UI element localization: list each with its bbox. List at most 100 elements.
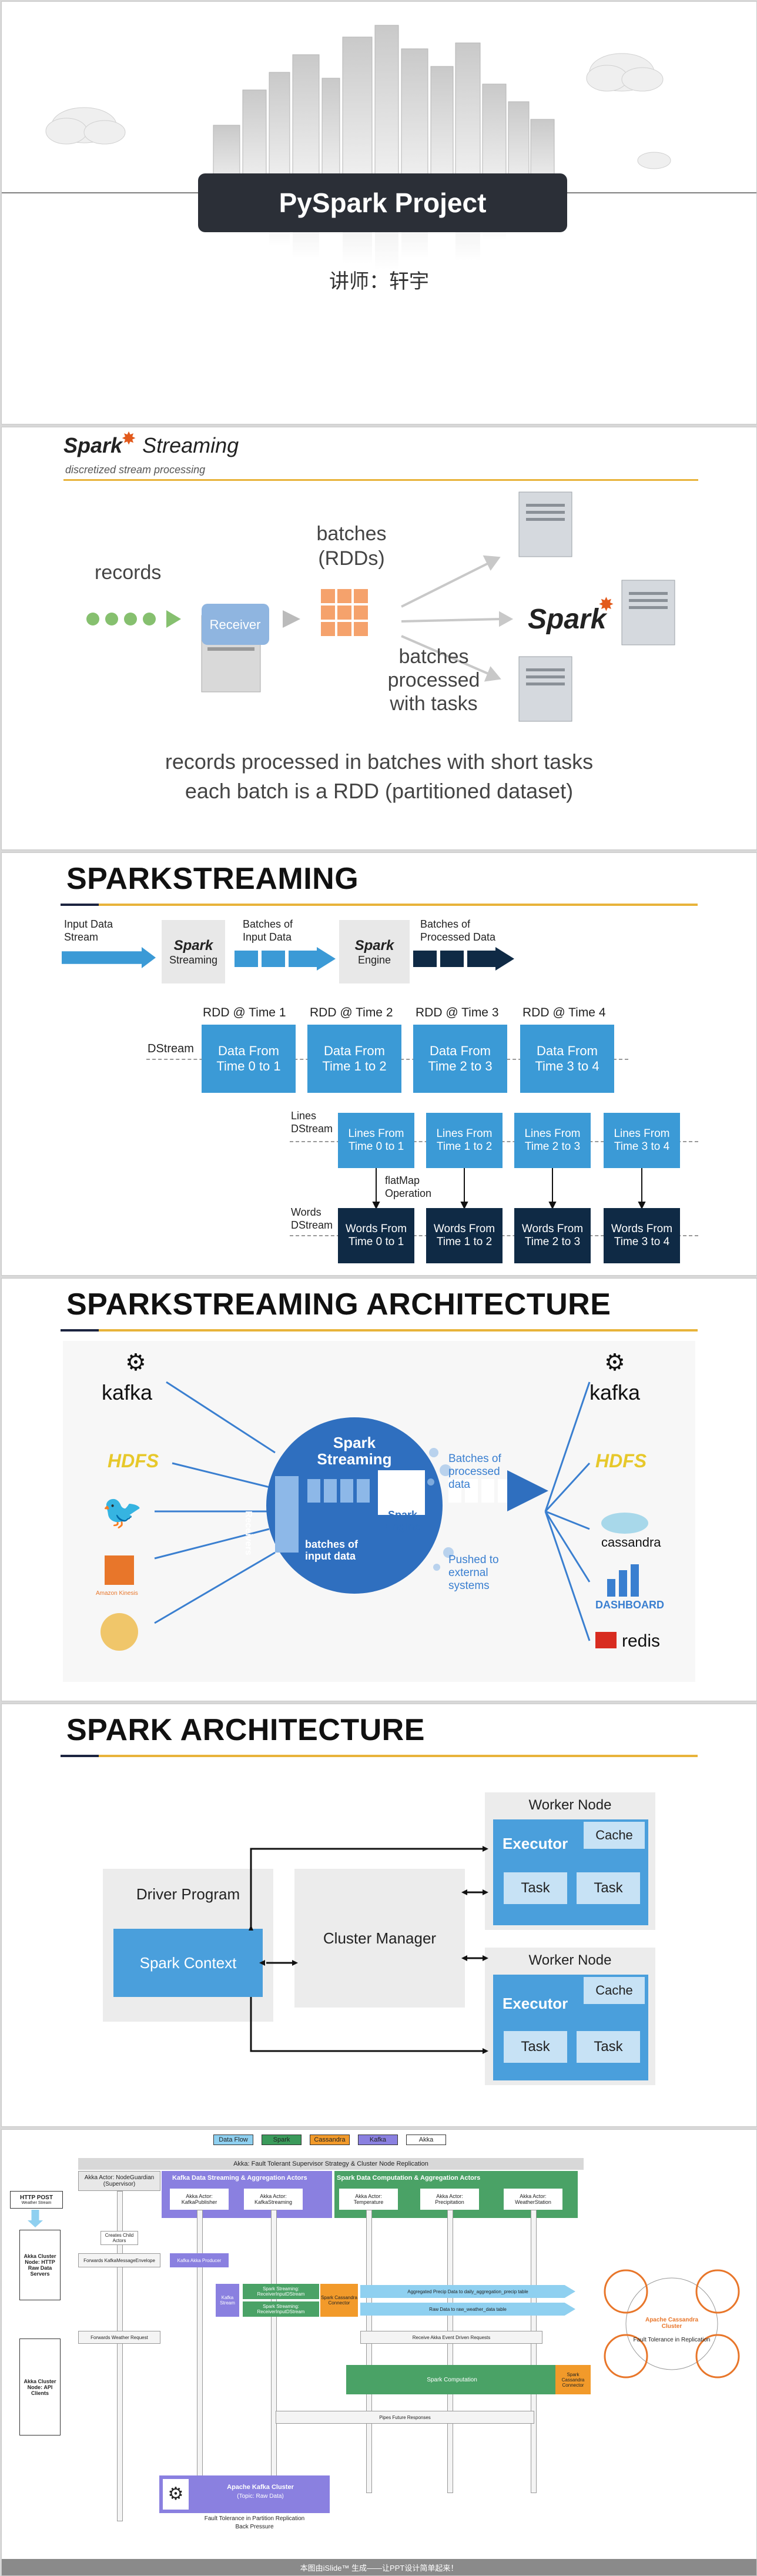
redis-icon bbox=[595, 1632, 617, 1648]
slide-spark-architecture: SPARK ARCHITECTURE Driver Program Spark … bbox=[1, 1704, 757, 2127]
kafka-cluster-topic: (Topic: Raw Data) bbox=[237, 2493, 284, 2500]
spark-computation-box: Spark Computation bbox=[346, 2365, 558, 2394]
pushed-label: Pushed to external systems bbox=[448, 1554, 499, 1592]
http-post-box: HTTP POST Weather Stream bbox=[10, 2191, 63, 2209]
spark-group-label: Spark Data Computation & Aggregation Act… bbox=[337, 2174, 481, 2182]
creates-child-actors: Creates Child Actors bbox=[101, 2231, 138, 2245]
batches-input-label: batches of input data bbox=[305, 1538, 359, 1562]
kafka-right-icon: ⚙ bbox=[604, 1350, 625, 1376]
rdd-time1-label: RDD @ Time 1 bbox=[203, 1006, 286, 1019]
cassandra-eye-icon bbox=[601, 1513, 648, 1534]
data-box-1: Data From Time 0 to 1 bbox=[202, 1025, 296, 1093]
node-http-servers: Akka Cluster Node: HTTP Raw Data Servers bbox=[19, 2230, 61, 2300]
processed-line2: processed bbox=[387, 669, 480, 691]
legend-akka: Akka bbox=[406, 2135, 446, 2145]
rdd-batches bbox=[320, 588, 369, 637]
kafka-cluster-icon: ⚙ bbox=[163, 2479, 189, 2510]
lifeline-4 bbox=[366, 2210, 372, 2493]
http-post-label: HTTP POST bbox=[20, 2194, 53, 2201]
guardian-box: Akka Actor: NodeGuardian (Supervisor) bbox=[78, 2171, 160, 2191]
receiver-server-icon bbox=[201, 604, 269, 692]
slide-title: SPARK ARCHITECTURE bbox=[66, 1713, 425, 1747]
caption-line2: each batch is a RDD (partitioned dataset… bbox=[185, 779, 574, 803]
spark-text-2: Spark bbox=[354, 937, 394, 954]
logo-streaming-text: Streaming bbox=[142, 433, 239, 457]
cache-2-box: Cache bbox=[584, 1977, 645, 2004]
lines-box-3: Lines From Time 2 to 3 bbox=[514, 1113, 591, 1168]
streaming-flow-diagram: Receiver Spark ✸ bbox=[86, 491, 675, 722]
receiver-label: Receiver bbox=[210, 617, 261, 632]
records-arrow bbox=[166, 610, 181, 628]
spark-text: Spark bbox=[173, 937, 213, 954]
kafka-akka-producer: Kafka Akka Producer bbox=[170, 2253, 229, 2267]
twitter-icon: 🐦 bbox=[102, 1493, 143, 1530]
lifeline-1 bbox=[117, 2191, 123, 2521]
receiver-arrow bbox=[283, 610, 300, 628]
actor-precipitation: Akka Actor: Precipitation bbox=[420, 2189, 479, 2210]
actor-temperature: Akka Actor: Temperature bbox=[339, 2189, 398, 2210]
forwards-weather-request: Forwards Weather Request bbox=[78, 2331, 160, 2344]
redis-label: redis bbox=[622, 1631, 660, 1651]
records-label: records bbox=[95, 561, 162, 584]
cache-1-box: Cache bbox=[584, 1822, 645, 1849]
agg-precip-arrow: Aggregated Precip Data to daily_aggregat… bbox=[360, 2285, 575, 2298]
worker-node-1-label: Worker Node bbox=[528, 1797, 612, 1813]
batches-label: batches (RDDs) bbox=[310, 521, 393, 571]
slide-streaming-architecture: SPARKSTREAMING ARCHITECTURE ⚙ kafka HDFS… bbox=[1, 1278, 757, 1701]
dstream-label: DStream bbox=[148, 1042, 194, 1055]
executor-2-label: Executor bbox=[503, 1995, 568, 2012]
architecture-diagram: ⚙ kafka HDFS 🐦 Amazon Kinesis ⚙ kafka HD… bbox=[63, 1341, 695, 1682]
receive-akka-requests: Receive Akka Event Driven Requests bbox=[360, 2331, 542, 2344]
fault-cassandra-label: Fault Tolerance in Replication bbox=[633, 2337, 711, 2343]
server-icons bbox=[518, 491, 675, 722]
batch-processed-blocks bbox=[413, 947, 519, 971]
amazon-kinesis-icon bbox=[105, 1555, 134, 1585]
hdfs-right-label: HDFS bbox=[595, 1450, 647, 1471]
spark-logo-text: Spark bbox=[528, 604, 608, 635]
kafka-left-icon: ⚙ bbox=[125, 1350, 146, 1376]
batches-processed-label: Batches of Processed Data bbox=[420, 918, 496, 943]
logo-tagline: discretized stream processing bbox=[65, 464, 206, 476]
footer-bar: 本图由iSlide™ 生成——让PPT设计简单起来！ bbox=[2, 2559, 756, 2575]
batches-input-label: Batches of Input Data bbox=[243, 918, 293, 943]
batch-input-blocks bbox=[235, 947, 340, 971]
caption-line1: records processed in batches with short … bbox=[165, 750, 594, 774]
spark-logo-star-icon: ✸ bbox=[598, 594, 614, 615]
kafka-cluster-label: Apache Kafka Cluster bbox=[227, 2484, 294, 2491]
spark-streaming-circle bbox=[266, 1417, 443, 1594]
cassandra-label: cassandra bbox=[601, 1535, 661, 1550]
task-1a-box: Task bbox=[504, 1872, 567, 1904]
worker-node-2-label: Worker Node bbox=[528, 1952, 612, 1968]
record-dots bbox=[86, 613, 156, 625]
spark-streaming-box-2: Spark Streaming: ReceiverInputDStream bbox=[243, 2301, 319, 2317]
http-arrow bbox=[28, 2210, 43, 2227]
batches-line1: batches bbox=[316, 523, 387, 545]
engine-text: Engine bbox=[357, 954, 391, 966]
cassandra-cluster-label: Apache Cassandra Cluster bbox=[645, 2317, 699, 2330]
http-post-sub: Weather Stream bbox=[21, 2201, 52, 2205]
lines-dstream-label: Lines DStream bbox=[291, 1110, 333, 1135]
title-rule bbox=[61, 1755, 698, 1757]
spark-streaming-box-1: Spark Streaming: ReceiverInputDStream bbox=[243, 2284, 319, 2299]
legend-data-flow: Data Flow bbox=[213, 2135, 253, 2145]
receivers-label: Receivers bbox=[243, 1511, 253, 1555]
rdd-time4-label: RDD @ Time 4 bbox=[522, 1006, 606, 1019]
back-pressure-label: Back Pressure bbox=[235, 2524, 274, 2530]
legend: Data Flow Spark Cassandra Kafka Akka bbox=[213, 2135, 446, 2145]
processed-label: batches processed with tasks bbox=[378, 645, 490, 715]
slide-title: SPARKSTREAMING bbox=[66, 862, 359, 896]
subtitle: 讲师：轩宇 bbox=[329, 270, 429, 293]
processed-line3: with tasks bbox=[390, 692, 478, 715]
processed-line1: batches bbox=[398, 645, 469, 668]
actor-kafka-publisher: Akka Actor: KafkaPublisher bbox=[170, 2189, 229, 2210]
rdd-time2-label: RDD @ Time 2 bbox=[310, 1006, 393, 1019]
task-2a-box: Task bbox=[504, 2031, 567, 2063]
batches-line2: (RDDs) bbox=[318, 547, 385, 570]
spark-cassandra-connector-2: Spark Cassandra Connector bbox=[555, 2365, 591, 2394]
lines-box-2: Lines From Time 1 to 2 bbox=[426, 1113, 503, 1168]
words-box-1: Words From Time 0 to 1 bbox=[338, 1208, 414, 1263]
task-1b-box: Task bbox=[577, 1872, 640, 1904]
cluster-manager-box: Cluster Manager bbox=[294, 1869, 465, 2008]
dashboard-label: DASHBOARD bbox=[595, 1599, 664, 1611]
amazon-label: Amazon Kinesis bbox=[96, 1590, 138, 1597]
